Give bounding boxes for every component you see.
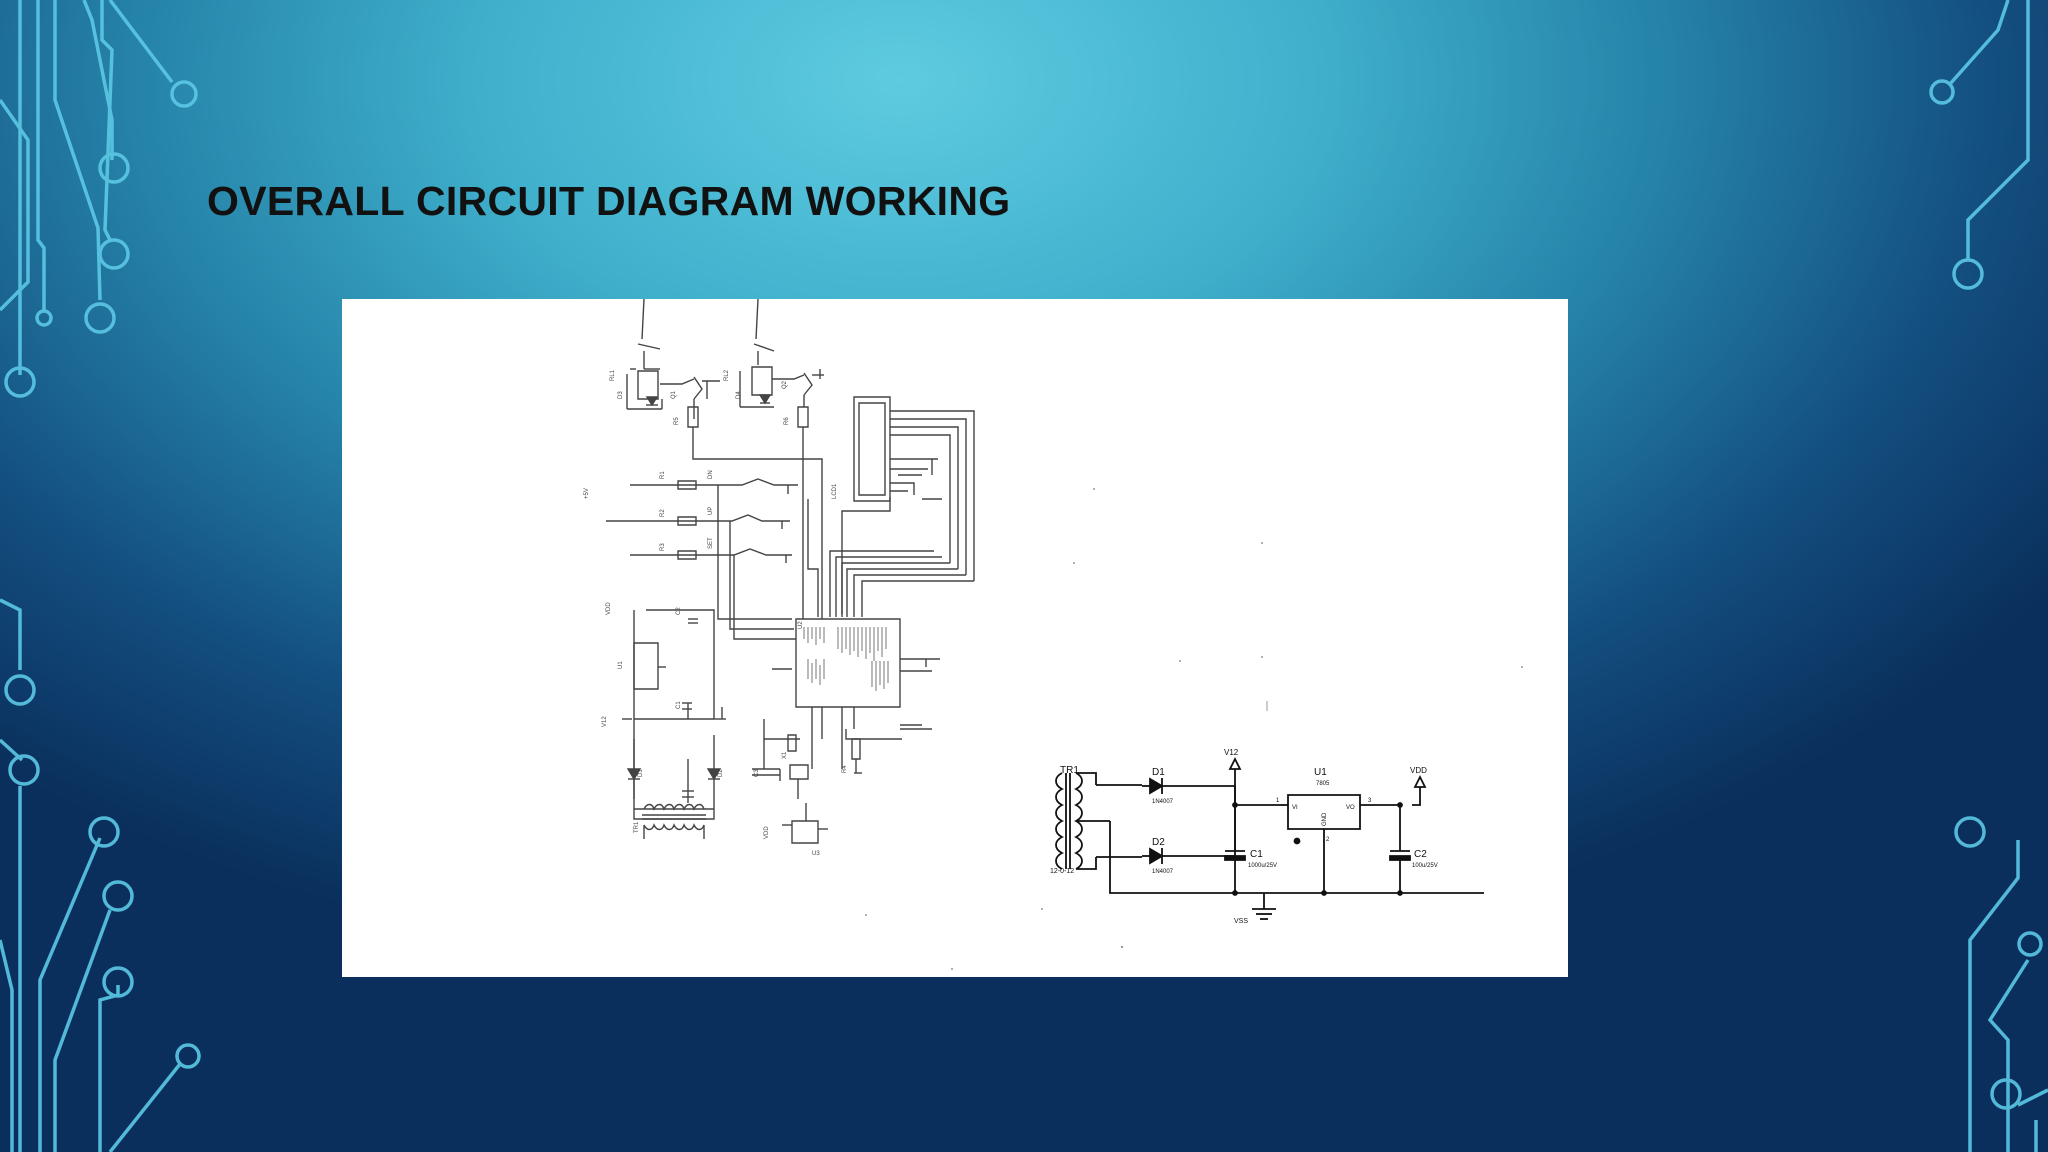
svg-text:R2: R2 [660, 509, 666, 517]
svg-text:R6: R6 [784, 417, 790, 425]
d2-part: 1N4007 [1152, 869, 1174, 875]
svg-text:C1: C1 [676, 701, 682, 709]
transformer-rectifier [626, 735, 722, 839]
power-supply-schematic [1056, 756, 1484, 919]
d1-part: 1N4007 [1152, 799, 1174, 805]
left-circuit-decoration [0, 0, 201, 1152]
d1-label: D1 [1152, 767, 1165, 778]
tr1-label: TR1 [1060, 765, 1079, 776]
svg-text:SET: SET [708, 537, 714, 549]
svg-text:D2: D2 [718, 769, 724, 777]
svg-text:LCD1: LCD1 [832, 483, 838, 499]
svg-text:X1: X1 [782, 751, 788, 759]
svg-text:U1: U1 [618, 661, 624, 669]
crystal [752, 719, 808, 799]
power-transformer [1056, 773, 1142, 869]
relay-1 [627, 299, 822, 619]
reset-circuit [846, 729, 902, 773]
svg-text:U3: U3 [812, 851, 820, 857]
svg-text:R4: R4 [842, 765, 848, 773]
svg-text:D3: D3 [618, 391, 624, 399]
svg-text:U2: U2 [798, 621, 804, 629]
svg-text:R3: R3 [660, 543, 666, 551]
u1-pin-2: 2 [1326, 837, 1330, 843]
scan-noise [865, 488, 1523, 970]
u1-pin-3: 3 [1368, 798, 1372, 804]
svg-text:C2: C2 [676, 607, 682, 615]
ground-symbol [1252, 893, 1276, 919]
c1-label: C1 [1250, 849, 1263, 860]
buzzer-driver [782, 803, 828, 843]
v12-label: V12 [1224, 748, 1239, 757]
u1-pin-gnd: GND [1322, 812, 1328, 826]
diode-d1 [1142, 777, 1235, 795]
lcd-module [842, 397, 974, 614]
svg-text:R5: R5 [674, 417, 680, 425]
svg-text:UP: UP [708, 507, 714, 515]
svg-text:D4: D4 [736, 391, 742, 399]
svg-text:Q1: Q1 [671, 390, 677, 399]
d2-label: D2 [1152, 837, 1165, 848]
switch-array [606, 479, 818, 639]
capacitor-c2 [1390, 805, 1410, 893]
c1-value: 1000u/25V [1248, 863, 1277, 869]
u1-label: U1 [1314, 767, 1327, 778]
svg-text:VDD: VDD [606, 602, 612, 615]
c2-label: C2 [1414, 849, 1427, 860]
svg-text:Q2: Q2 [782, 380, 788, 389]
svg-text:V12: V12 [602, 716, 608, 727]
circuit-diagram-image: RL1 D3 Q1 R5 RL2 D4 Q2 R6 LCD1 R1 R2 R3 … [342, 299, 1568, 977]
vss-label: VSS [1234, 918, 1248, 925]
right-circuit-decoration [1929, 0, 2048, 1152]
svg-text:R1: R1 [660, 471, 666, 479]
component-labels: RL1 D3 Q1 R5 RL2 D4 Q2 R6 LCD1 R1 R2 R3 … [584, 369, 848, 857]
u1-pin-1: 1 [1276, 798, 1280, 804]
controller-schematic: RL1 D3 Q1 R5 RL2 D4 Q2 R6 LCD1 R1 R2 R3 … [584, 299, 974, 857]
svg-text:RL2: RL2 [724, 369, 730, 381]
u1-pin-vo: VO [1346, 805, 1355, 811]
svg-text:VDD: VDD [764, 826, 770, 839]
microcontroller [772, 619, 940, 769]
slide-title: OVERALL CIRCUIT DIAGRAM WORKING [207, 178, 1011, 224]
svg-text:RL1: RL1 [610, 369, 616, 381]
svg-text:C3: C3 [754, 769, 760, 777]
svg-text:DN: DN [708, 470, 714, 479]
mcu-pin-labels [804, 627, 888, 691]
regulator-u1 [1280, 795, 1400, 893]
svg-text:D1: D1 [638, 769, 644, 777]
relay-2 [740, 299, 824, 619]
lcd-data-bus [830, 551, 974, 617]
vdd-label: VDD [1410, 766, 1427, 775]
diode-d2 [1142, 786, 1235, 865]
svg-text:TR1: TR1 [634, 821, 640, 833]
u1-pin-vi: VI [1292, 805, 1298, 811]
svg-text:+5V: +5V [584, 488, 590, 499]
capacitor-c1 [1225, 805, 1245, 893]
transformer-rating: 12-0-12 [1050, 868, 1074, 875]
c2-value: 100u/25V [1412, 863, 1438, 869]
u1-part: 7805 [1316, 781, 1330, 787]
